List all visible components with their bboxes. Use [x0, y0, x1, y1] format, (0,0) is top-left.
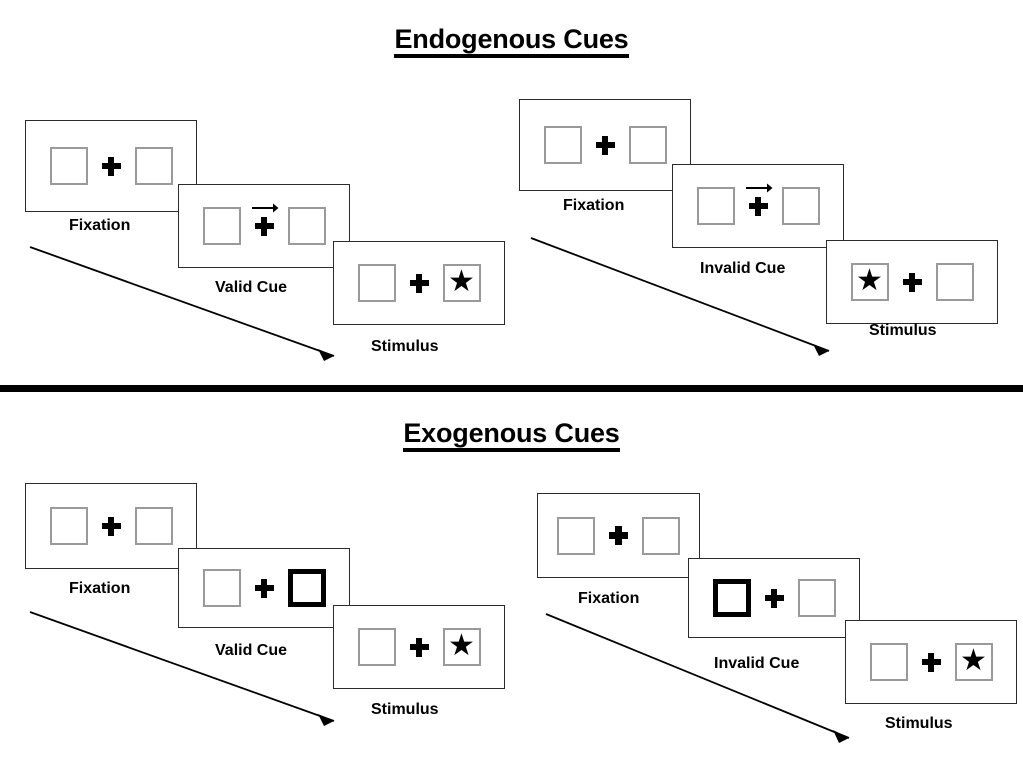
caption-exo-valid-stimulus: Stimulus: [371, 701, 439, 718]
placeholder-box-left: [696, 187, 735, 225]
frame-content: ★: [846, 643, 1016, 681]
placeholder-box-right: [797, 579, 836, 617]
placeholder-box-left: [49, 147, 88, 185]
fixation-cross-icon: [921, 652, 941, 672]
section-title-exogenous: Exogenous Cues: [0, 418, 1023, 453]
placeholder-box-left: [357, 628, 396, 666]
caption-endo-valid-stimulus: Stimulus: [371, 338, 439, 355]
frame-content: [520, 126, 690, 164]
time-arrow-endo-valid: [29, 246, 335, 361]
caption-endo-valid-cue: Valid Cue: [215, 279, 288, 296]
trial-frame-endo-invalid-cue: [672, 164, 844, 248]
placeholder-box-right-target: ★: [954, 643, 993, 681]
section-divider: [0, 385, 1023, 392]
placeholder-box-right-target: ★: [442, 628, 481, 666]
time-arrow-exo-invalid: [545, 613, 850, 743]
placeholder-box-left: [202, 207, 241, 245]
caption-exo-invalid-stimulus: Stimulus: [885, 715, 953, 732]
placeholder-box-right: [935, 263, 974, 301]
frame-content: [538, 516, 699, 555]
frame-content: [673, 183, 843, 225]
star-target-icon: ★: [448, 629, 475, 662]
caption-endo-invalid-stimulus: Stimulus: [869, 322, 937, 339]
frame-content: [26, 147, 196, 185]
fixation-cross-icon: [409, 637, 429, 657]
cue-arrow-group: [251, 203, 278, 236]
fixation-cross-icon: [101, 516, 121, 536]
fixation-cross-icon: [254, 216, 274, 236]
caption-exo-valid-cue: Valid Cue: [215, 642, 288, 659]
placeholder-box-left: [202, 569, 241, 607]
time-arrow-exo-valid: [29, 611, 335, 726]
placeholder-box-left: [357, 264, 396, 302]
placeholder-box-left: [49, 507, 88, 545]
section-title-exogenous-text: Exogenous Cues: [403, 419, 620, 453]
placeholder-box-right-target: ★: [442, 264, 481, 302]
trial-frame-endo-valid-fixation: [25, 120, 197, 212]
cue-arrow-right-icon: [251, 203, 278, 212]
trial-frame-endo-valid-stimulus: ★: [333, 241, 505, 325]
placeholder-box-right: [287, 207, 326, 245]
trial-frame-exo-invalid-fixation: [537, 493, 700, 578]
trial-frame-exo-invalid-cue: [688, 558, 860, 638]
star-target-icon: ★: [960, 644, 987, 677]
placeholder-box-right: [628, 126, 667, 164]
placeholder-box-right-cued: [287, 569, 326, 607]
frame-content: [26, 507, 196, 545]
placeholder-box-left: [543, 126, 582, 164]
trial-frame-endo-valid-cue: [178, 184, 350, 268]
trial-frame-endo-invalid-stimulus: ★: [826, 240, 998, 324]
placeholder-box-right: [134, 147, 173, 185]
frame-content: [179, 569, 349, 607]
placeholder-box-left-cued: [712, 579, 751, 617]
caption-endo-invalid-cue: Invalid Cue: [700, 260, 786, 277]
placeholder-box-left-target: ★: [850, 263, 889, 301]
section-title-endogenous-text: Endogenous Cues: [394, 25, 629, 59]
time-arrow-endo-invalid: [530, 237, 830, 356]
caption-exo-invalid-cue: Invalid Cue: [714, 655, 800, 672]
fixation-cross-icon: [764, 588, 784, 608]
trial-frame-exo-valid-stimulus: ★: [333, 605, 505, 689]
caption-exo-valid-fixation: Fixation: [69, 580, 131, 597]
placeholder-box-left: [869, 643, 908, 681]
fixation-cross-icon: [902, 272, 922, 292]
caption-endo-valid-fixation: Fixation: [69, 217, 131, 234]
placeholder-box-left: [557, 516, 595, 555]
cue-arrow-group: [745, 183, 772, 216]
frame-content: ★: [334, 264, 504, 302]
trial-frame-endo-invalid-fixation: [519, 99, 691, 191]
placeholder-box-right: [781, 187, 820, 225]
placeholder-box-right: [134, 507, 173, 545]
frame-content: ★: [827, 263, 997, 301]
trial-frame-exo-invalid-stimulus: ★: [845, 620, 1017, 704]
fixation-cross-icon: [609, 526, 628, 545]
star-target-icon: ★: [856, 264, 883, 297]
fixation-cross-icon: [748, 196, 768, 216]
frame-content: [689, 579, 859, 617]
frame-content: [179, 203, 349, 245]
fixation-cross-icon: [254, 578, 274, 598]
caption-endo-invalid-fixation: Fixation: [563, 197, 625, 214]
fixation-cross-icon: [101, 156, 121, 176]
caption-exo-invalid-fixation: Fixation: [578, 590, 640, 607]
section-title-endogenous: Endogenous Cues: [0, 24, 1023, 59]
placeholder-box-right: [642, 516, 680, 555]
trial-frame-exo-valid-fixation: [25, 483, 197, 569]
star-target-icon: ★: [448, 265, 475, 298]
cue-arrow-right-icon: [745, 183, 772, 192]
fixation-cross-icon: [595, 135, 615, 155]
fixation-cross-icon: [409, 273, 429, 293]
frame-content: ★: [334, 628, 504, 666]
trial-frame-exo-valid-cue: [178, 548, 350, 628]
